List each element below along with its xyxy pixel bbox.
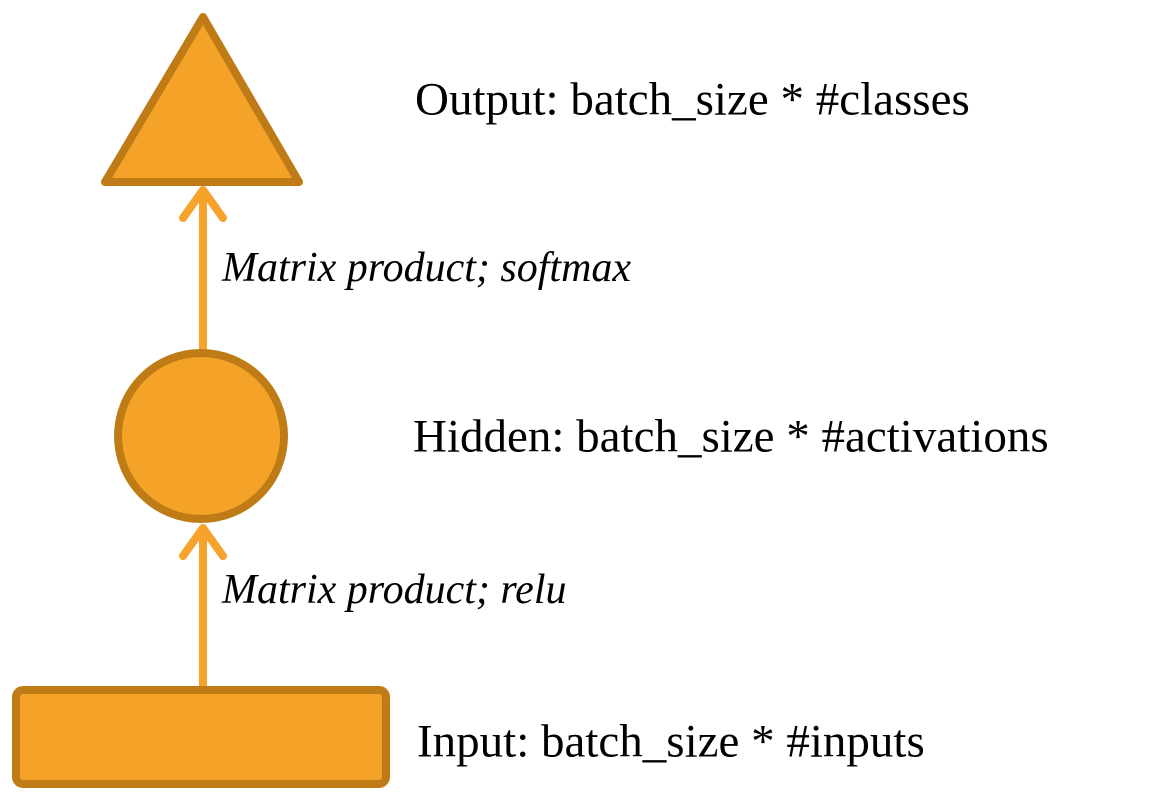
output-node-label: Output: batch_size * #classes (415, 73, 970, 126)
relu-edge-label: Matrix product; relu (222, 567, 567, 613)
edge-arrow-softmax (179, 186, 227, 352)
softmax-edge-label: Matrix product; softmax (222, 245, 632, 291)
edge-arrow-relu (179, 524, 227, 693)
input-node-label: Input: batch_size * #inputs (417, 715, 925, 768)
input-rectangle-node (12, 686, 390, 788)
hidden-circle-node (114, 349, 288, 523)
hidden-node-label: Hidden: batch_size * #activations (413, 410, 1049, 463)
output-triangle-node (101, 13, 303, 186)
